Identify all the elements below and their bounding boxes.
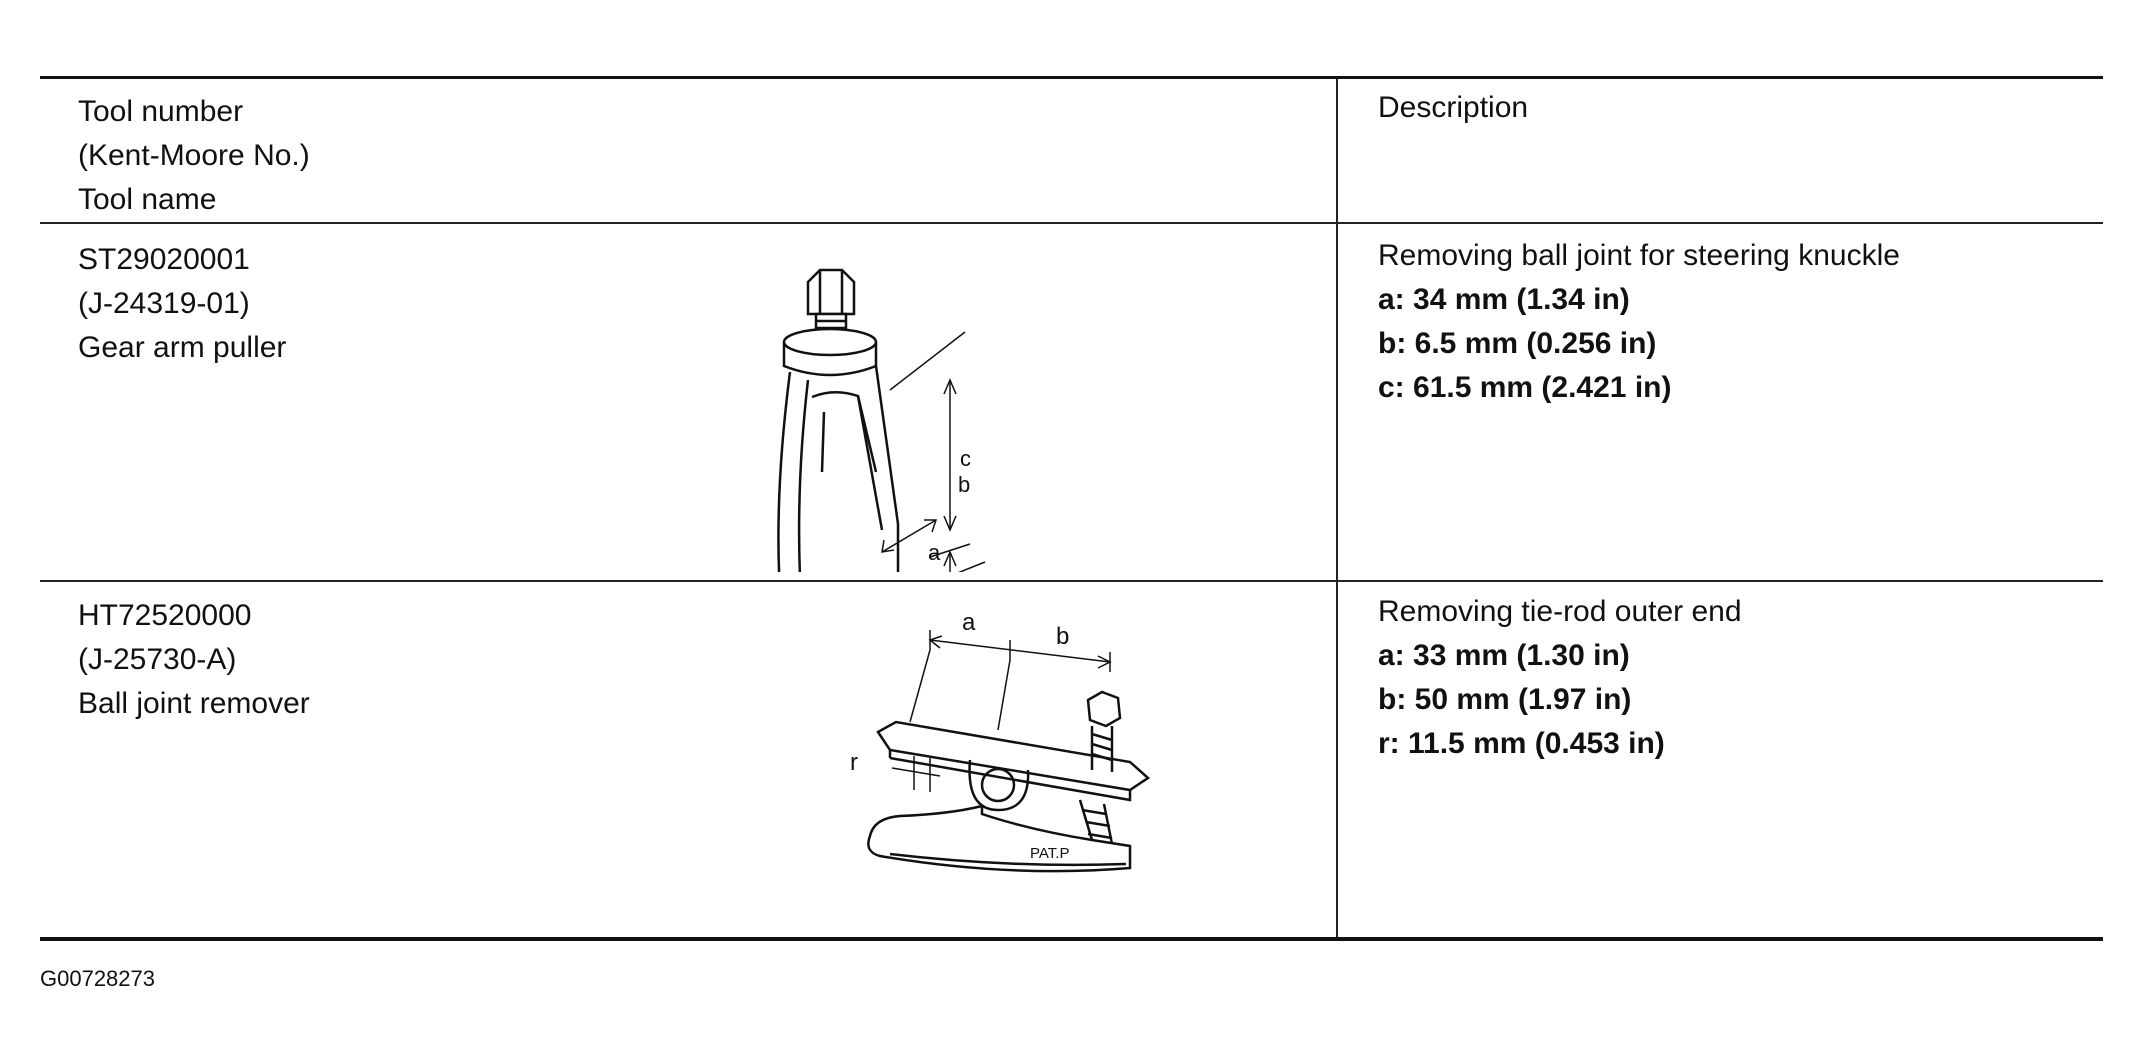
tool-number: ST29020001: [78, 243, 250, 276]
table-column-divider: [1336, 79, 1338, 937]
header-tool-name: Tool name: [78, 183, 217, 216]
row-1-description: Removing ball joint for steering knuckle…: [1378, 234, 1900, 410]
dimension-label-c: c: [960, 446, 971, 471]
patent-pending-stamp: PAT.P: [1030, 845, 1069, 862]
spec-a: a: 34 mm (1.34 in): [1378, 283, 1630, 316]
spec-a: a: 33 mm (1.30 in): [1378, 639, 1630, 672]
dimension-label-a: a: [962, 609, 976, 636]
tool-name: Ball joint remover: [78, 687, 310, 720]
description-text: Removing ball joint for steering knuckle: [1378, 239, 1900, 272]
spec-r: r: 11.5 mm (0.453 in): [1378, 727, 1665, 760]
spec-c: c: 61.5 mm (2.421 in): [1378, 371, 1672, 404]
tool-number: HT72520000: [78, 599, 252, 632]
header-description: Description: [1378, 86, 1528, 130]
spec-b: b: 50 mm (1.97 in): [1378, 683, 1632, 716]
kent-moore-number: (J-25730-A): [78, 643, 237, 676]
header-kent-moore: (Kent-Moore No.): [78, 139, 310, 172]
description-text: Removing tie-rod outer end: [1378, 595, 1742, 628]
dimension-label-b: b: [958, 472, 970, 497]
ball-joint-remover-illustration: a b r PAT.P: [850, 609, 1151, 873]
header-tool-column: Tool number (Kent-Moore No.) Tool name: [78, 90, 310, 222]
dimension-label-a: a: [928, 540, 941, 565]
tool-name: Gear arm puller: [78, 331, 287, 364]
dimension-label-b: b: [1056, 623, 1069, 650]
dimension-label-r: r: [850, 749, 858, 776]
kent-moore-number: (J-24319-01): [78, 287, 250, 320]
row-2-description: Removing tie-rod outer end a: 33 mm (1.3…: [1378, 590, 1742, 766]
header-bottom-rule: [40, 222, 2103, 224]
row-divider: [40, 580, 2103, 582]
row-2-tool-info: HT72520000 (J-25730-A) Ball joint remove…: [78, 594, 310, 726]
row-1-tool-info: ST29020001 (J-24319-01) Gear arm puller: [78, 238, 286, 370]
table-bottom-rule: [40, 937, 2103, 941]
header-tool-number: Tool number: [78, 95, 244, 128]
spec-b: b: 6.5 mm (0.256 in): [1378, 327, 1657, 360]
table-top-rule: [40, 76, 2103, 79]
gear-arm-puller-illustration: c b: [777, 268, 986, 572]
gear-arm-puller-dimension-a: a: [881, 519, 941, 565]
figure-id: G00728273: [40, 966, 155, 991]
header-description-label: Description: [1378, 91, 1529, 124]
